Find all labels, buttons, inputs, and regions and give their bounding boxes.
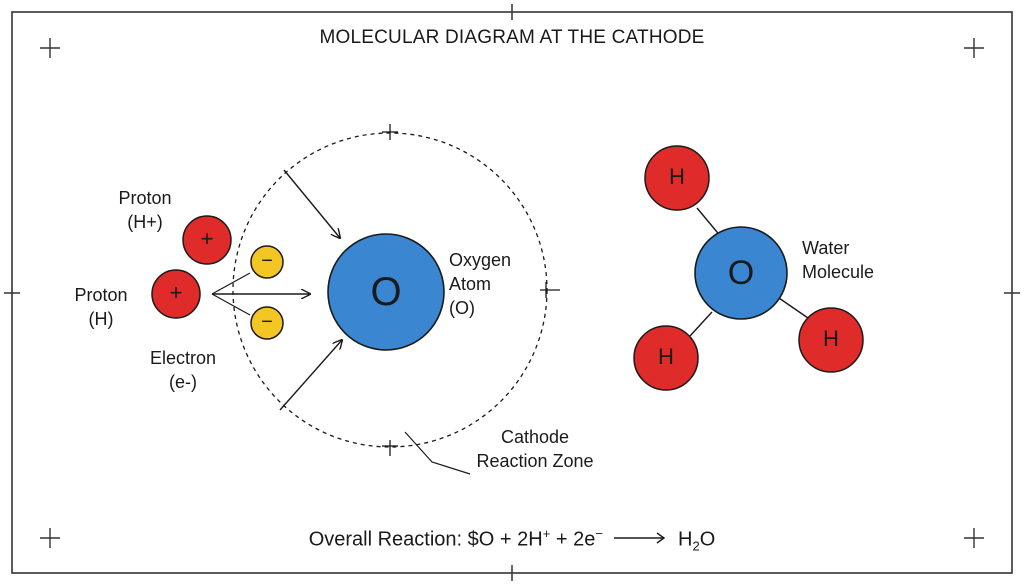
arrow-bottom	[279, 340, 342, 411]
label-proton-upper-line1: Proton	[118, 188, 172, 208]
label-proton-lower: Proton (H)	[56, 283, 146, 331]
reaction-sup-minus: −	[595, 526, 603, 541]
water-hydrogen-left-symbol: H	[658, 344, 674, 369]
label-proton-upper-line2: (H+)	[127, 212, 163, 232]
label-oxygen-atom: Oxygen Atom (O)	[449, 248, 529, 320]
reaction-zone-ticks	[382, 124, 560, 456]
label-proton-lower-line2: (H)	[88, 309, 114, 329]
reaction-arrow-icon	[614, 532, 666, 544]
arrow-to-electron-top	[211, 272, 251, 295]
reaction-sup-plus: +	[542, 526, 551, 541]
water-hydrogen-top	[644, 145, 710, 211]
label-oxygen-line2: Atom	[449, 274, 492, 294]
water-bond-left	[689, 311, 713, 337]
proton-upper-sign: +	[200, 226, 214, 251]
crosshair-bottom-right	[964, 528, 984, 548]
overall-reaction: Overall Reaction: $O + 2H+ + 2e− H2O	[0, 520, 1024, 561]
label-water-line2: Molecule	[802, 262, 875, 282]
water-hydrogen-right	[798, 307, 864, 373]
proton-lower	[151, 269, 201, 319]
water-hydrogen-right-symbol: H	[823, 326, 839, 351]
label-proton-lower-line1: Proton	[74, 285, 128, 305]
label-zone-line2: Reaction Zone	[476, 451, 594, 471]
electron-lower-sign: −	[261, 311, 273, 333]
electron-lower	[250, 306, 284, 340]
label-cathode-zone: Cathode Reaction Zone	[460, 425, 610, 473]
proton-upper	[182, 215, 232, 265]
water-oxygen-symbol: O	[727, 254, 755, 292]
label-water-molecule: Water Molecule	[802, 236, 902, 284]
oxygen-symbol: O	[370, 270, 402, 314]
reaction-middle: + 2e	[550, 528, 596, 551]
water-hydrogen-top-symbol: H	[669, 164, 685, 189]
water-hydrogen-left	[633, 325, 699, 391]
zone-leader-line	[404, 431, 471, 475]
label-proton-upper: Proton (H+)	[100, 186, 190, 234]
label-oxygen-line1: Oxygen	[449, 250, 512, 270]
reaction-product-h: H	[678, 528, 693, 551]
water-bond-right	[775, 295, 809, 319]
reaction-prefix: Overall Reaction: $O + 2H	[308, 528, 543, 551]
label-electron: Electron (e-)	[133, 346, 233, 394]
water-oxygen-atom	[694, 226, 788, 320]
label-electron-line2: (e-)	[169, 372, 197, 392]
reaction-product-sub: 2	[692, 538, 700, 554]
arrow-to-electron-bottom	[211, 293, 251, 316]
crosshair-top-left	[40, 38, 60, 58]
label-water-line1: Water	[802, 238, 850, 258]
electron-upper	[250, 245, 284, 279]
label-oxygen-line3: (O)	[449, 298, 475, 318]
electron-upper-sign: −	[261, 250, 273, 272]
crosshair-bottom-left	[40, 528, 60, 548]
arrow-top	[283, 169, 340, 238]
oxygen-atom	[327, 233, 445, 351]
crosshair-top-right	[964, 38, 984, 58]
diagram-title: MOLECULAR DIAGRAM AT THE CATHODE	[319, 27, 705, 48]
proton-lower-sign: +	[169, 280, 183, 305]
reaction-product-o: O	[699, 528, 716, 551]
label-electron-line1: Electron	[149, 348, 217, 368]
label-zone-line1: Cathode	[500, 427, 570, 447]
